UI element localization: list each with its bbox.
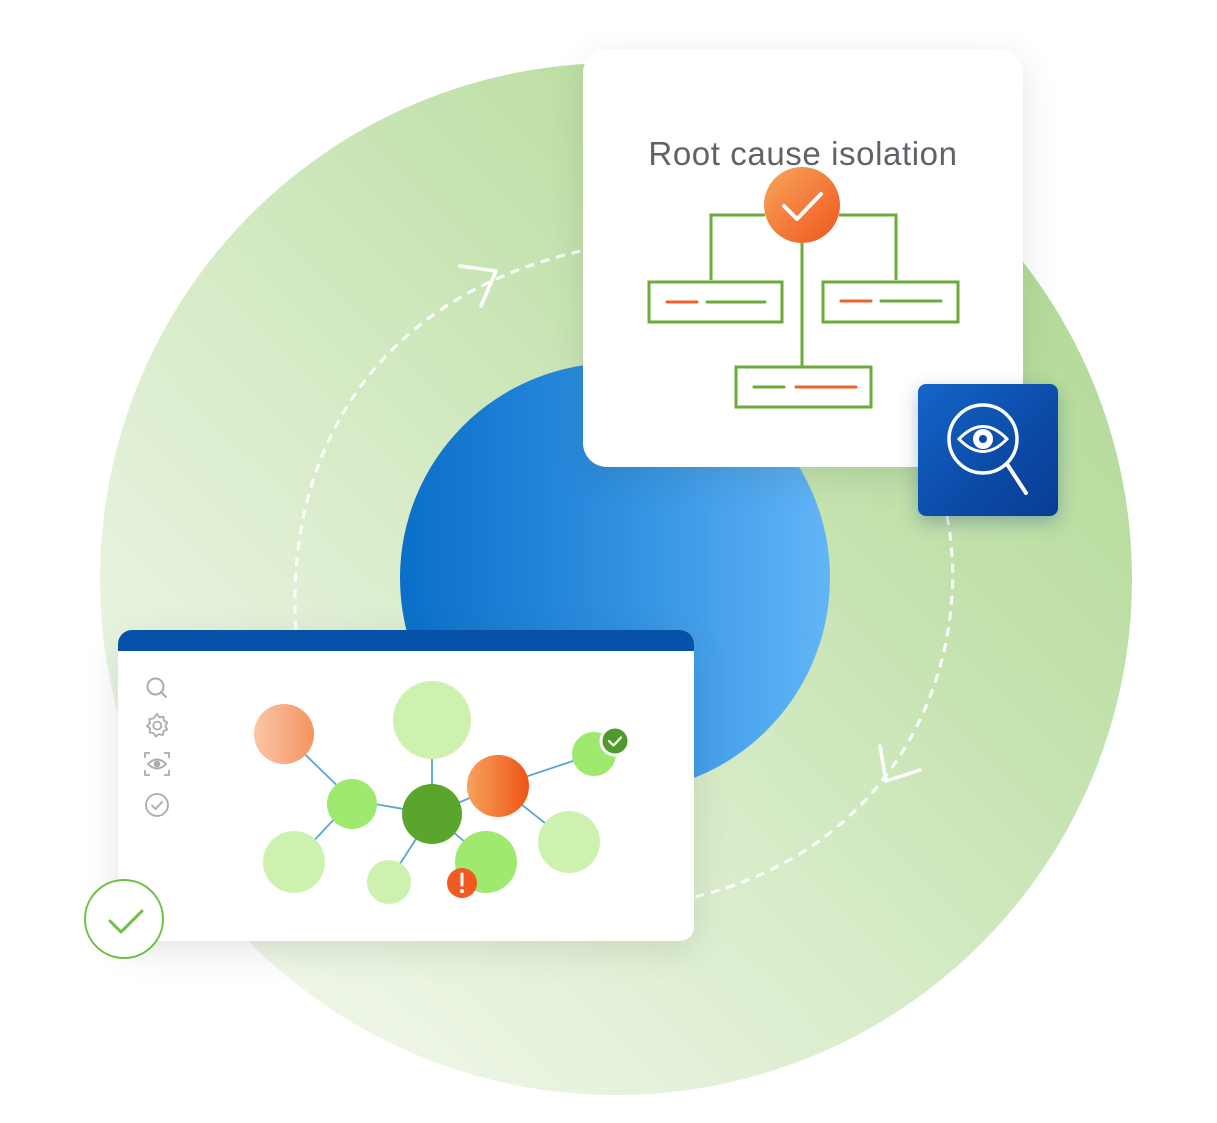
- window-title-bar: [118, 630, 694, 651]
- node-center: [402, 784, 462, 844]
- tree-box-bottom: [734, 365, 873, 409]
- eye-magnifier-icon: [947, 403, 1028, 495]
- topology-window: [118, 630, 694, 941]
- node-bottom-left-light: [263, 831, 325, 893]
- node-green: [327, 779, 377, 829]
- toolbar-verify[interactable]: [143, 791, 171, 819]
- toolbar-search[interactable]: [143, 675, 171, 703]
- gear-icon: [146, 713, 169, 738]
- root-cause-tree-diagram: [647, 167, 960, 409]
- search-icon: [146, 677, 167, 698]
- node-orange: [467, 755, 529, 817]
- node-large-light: [393, 681, 471, 759]
- checkmark-icon: [599, 725, 631, 757]
- root-cause-title: Root cause isolation: [648, 135, 958, 172]
- topology-graph: [254, 681, 631, 904]
- verified-badge: [84, 879, 164, 959]
- toolbar-settings[interactable]: [143, 711, 171, 739]
- node-small-light: [367, 860, 411, 904]
- checkmark-icon: [764, 167, 840, 243]
- toolbar-view[interactable]: [143, 750, 171, 778]
- tree-box-left: [647, 280, 784, 324]
- node-right-light: [538, 811, 600, 873]
- node-peach: [254, 704, 314, 764]
- inspect-badge: [918, 384, 1058, 516]
- tree-box-right: [821, 280, 960, 324]
- eye-scan-icon: [144, 752, 170, 776]
- check-circle-icon: [145, 793, 169, 817]
- checkmark-icon: [108, 909, 144, 934]
- exclamation-icon: [447, 868, 477, 898]
